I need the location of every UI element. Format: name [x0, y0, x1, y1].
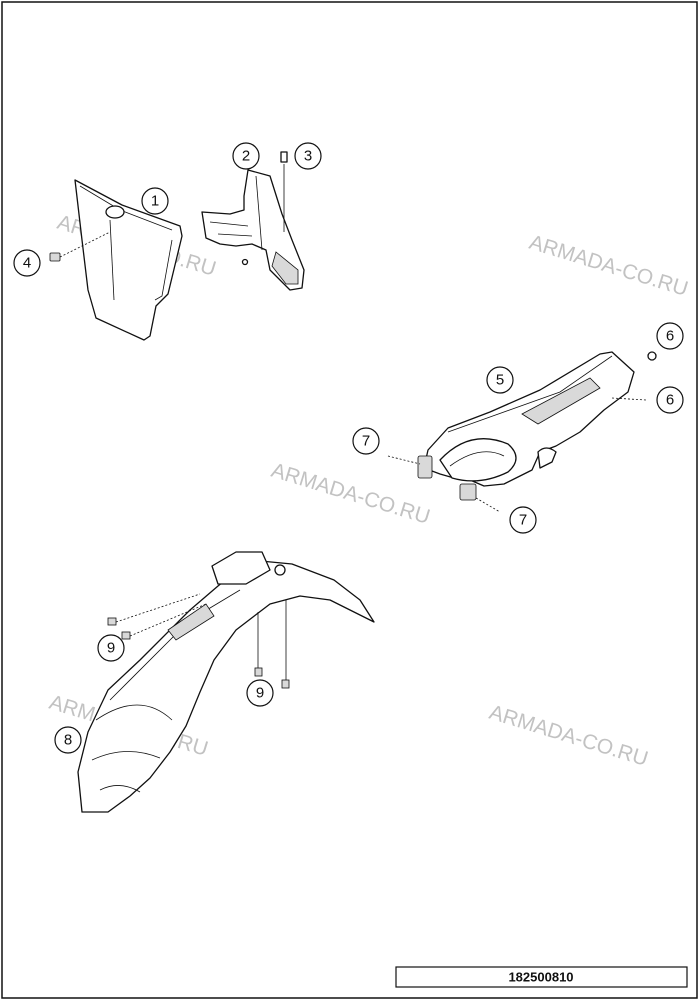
part-rear-fender — [387, 351, 657, 513]
callout-3-circle — [294, 142, 322, 170]
part-fastener-4 — [49, 231, 111, 262]
callout-6a-circle — [656, 322, 684, 350]
callout-4-circle — [13, 249, 41, 277]
callout-7b-label: 7 — [519, 512, 527, 529]
callout-9a-label: 9 — [107, 640, 115, 657]
callout-1-circle — [141, 187, 169, 215]
watermark-3: ARMADA-CO.RU — [269, 459, 433, 529]
part-mask-bracket — [201, 151, 305, 291]
callout-6b-label: 6 — [666, 392, 674, 409]
callout-2-label: 2 — [242, 148, 250, 165]
callout-8-label: 8 — [64, 732, 72, 749]
callout-2-circle — [232, 142, 260, 170]
part-front-fender — [77, 551, 375, 813]
drawing-code-frame — [395, 966, 688, 988]
callout-6a-label: 6 — [666, 328, 674, 345]
watermark-5: ARMADA-CO.RU — [487, 701, 651, 771]
drawing-code: 182500810 — [508, 970, 573, 985]
callout-9b-label: 9 — [256, 685, 264, 702]
callout-3-label: 3 — [304, 148, 312, 165]
callout-7a-label: 7 — [362, 433, 370, 450]
drawing-code-box: 182500810 — [395, 966, 688, 988]
callout-8-circle — [54, 726, 82, 754]
callout-5-label: 5 — [496, 372, 504, 389]
callout-9a-circle — [97, 634, 125, 662]
callout-7b-circle — [509, 506, 537, 534]
watermark-2: ARMADA-CO.RU — [527, 231, 691, 301]
callout-5-circle — [486, 366, 514, 394]
callout-9b-circle — [246, 679, 274, 707]
callouts: 1 2 3 4 5 6 6 7 7 8 9 9 — [13, 142, 684, 754]
part-number-plate — [74, 179, 183, 341]
callout-6b-circle — [656, 386, 684, 414]
callout-4-label: 4 — [23, 255, 31, 272]
callout-1-label: 1 — [151, 193, 159, 210]
callout-7a-circle — [352, 427, 380, 455]
